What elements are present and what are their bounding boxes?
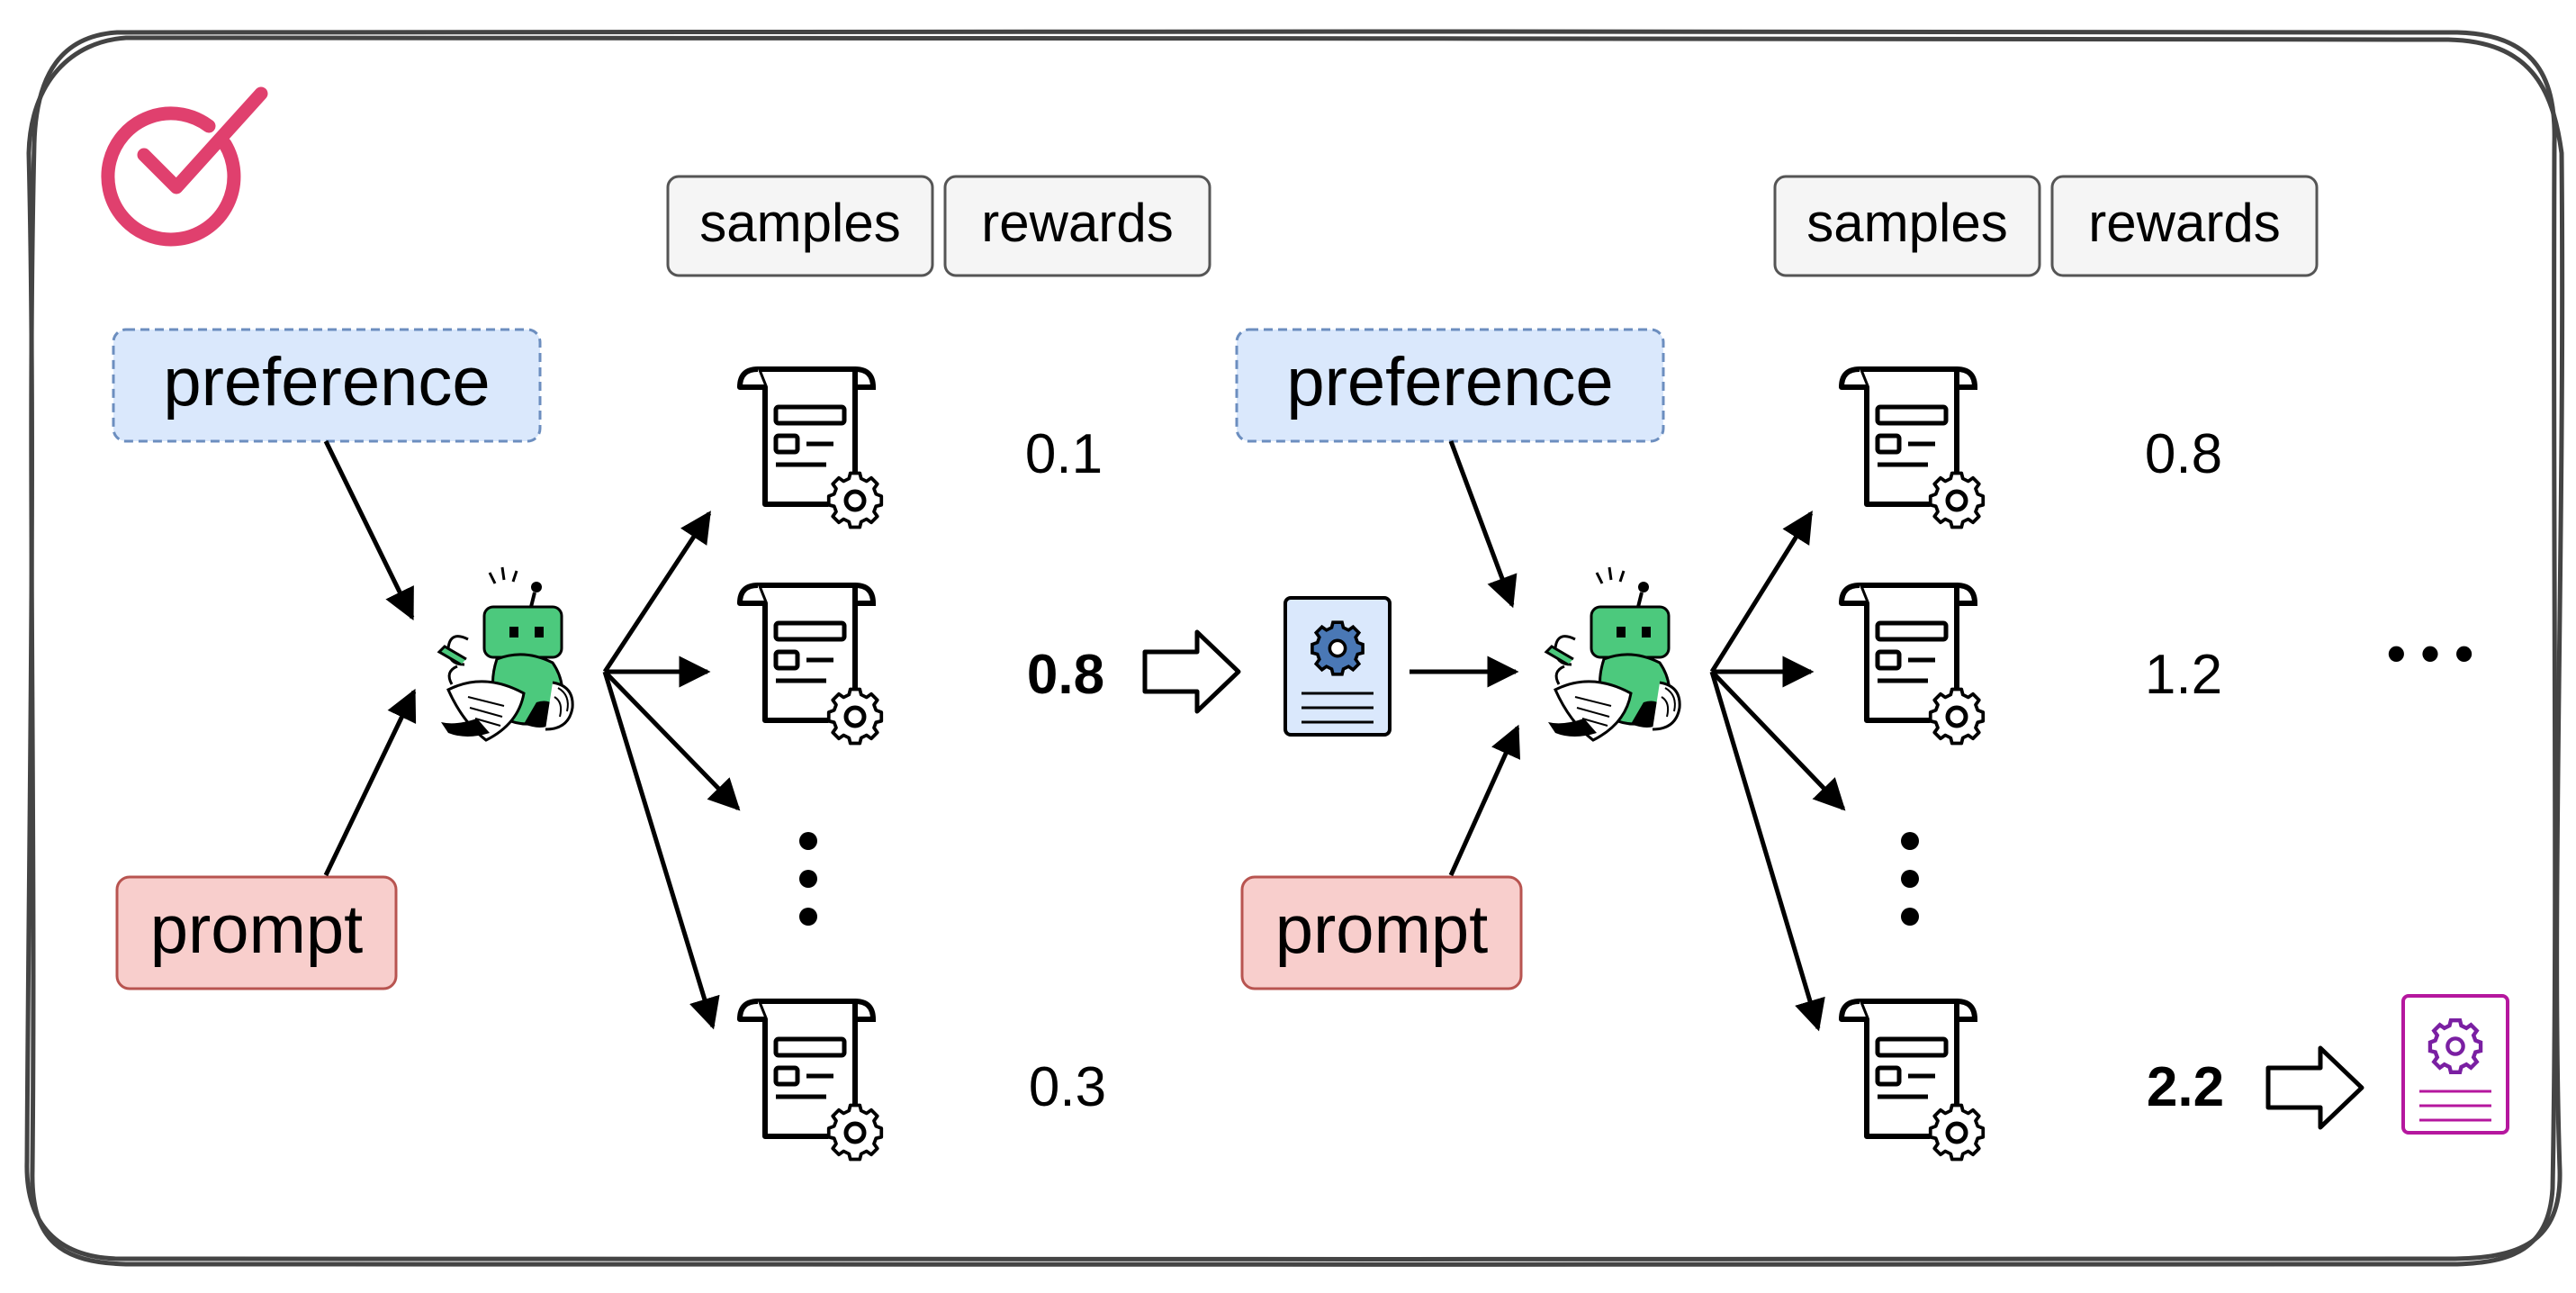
preference-arrow-2	[1448, 440, 1518, 609]
svg-text:rewards: rewards	[2088, 193, 2280, 253]
svg-text:preference: preference	[163, 344, 490, 420]
svg-text:prompt: prompt	[150, 891, 364, 968]
frame	[24, 28, 2565, 1268]
reward-value: 0.3	[1029, 1056, 1106, 1118]
vertical-ellipsis-1	[799, 832, 817, 926]
reward-value: 2.2	[2147, 1056, 2224, 1118]
svg-text:prompt: prompt	[1275, 891, 1489, 968]
prompt-arrow-1	[323, 688, 417, 877]
sample-arrows-1	[602, 511, 741, 1030]
samples-header-2: samples	[1773, 175, 2041, 277]
rewards-header-2: rewards	[2050, 175, 2319, 277]
sample-arrows-2	[1709, 511, 1846, 1032]
prompt-box-2: prompt	[1240, 875, 1523, 990]
sample-doc-icon	[1842, 369, 1984, 529]
samples-header-1: samples	[666, 175, 934, 277]
svg-text:samples: samples	[699, 193, 900, 253]
prompt-box-1: prompt	[115, 875, 398, 990]
sample-doc-icon	[740, 1001, 882, 1162]
preference-box-1: preference	[112, 328, 542, 443]
reward-value: 0.1	[1025, 423, 1103, 485]
svg-text:preference: preference	[1286, 344, 1613, 420]
reward-value: 0.8	[2145, 423, 2222, 485]
hollow-arrow-icon	[1142, 629, 1241, 714]
rewards-header-1: rewards	[943, 175, 1211, 277]
check-circle-icon	[101, 86, 268, 247]
reward-value: 1.2	[2145, 644, 2222, 706]
config-document-icon	[1283, 596, 1392, 737]
prompt-arrow-2	[1448, 724, 1520, 877]
svg-text:rewards: rewards	[981, 193, 1173, 253]
svg-text:samples: samples	[1806, 193, 2007, 253]
sample-doc-icon	[740, 585, 882, 746]
sample-doc-icon	[1842, 585, 1984, 746]
hollow-arrow-icon	[2265, 1045, 2364, 1130]
preference-arrow-1	[323, 439, 415, 621]
robot-icon	[1545, 565, 1682, 742]
preference-box-2: preference	[1235, 328, 1665, 443]
sample-doc-icon	[1842, 1001, 1984, 1162]
horizontal-ellipsis: • • •	[2387, 623, 2473, 683]
reward-value: 0.8	[1027, 644, 1104, 706]
robot-icon	[437, 565, 575, 742]
sample-doc-icon	[740, 369, 882, 529]
vertical-ellipsis-2	[1901, 832, 1919, 926]
final-document-icon	[2401, 994, 2509, 1135]
